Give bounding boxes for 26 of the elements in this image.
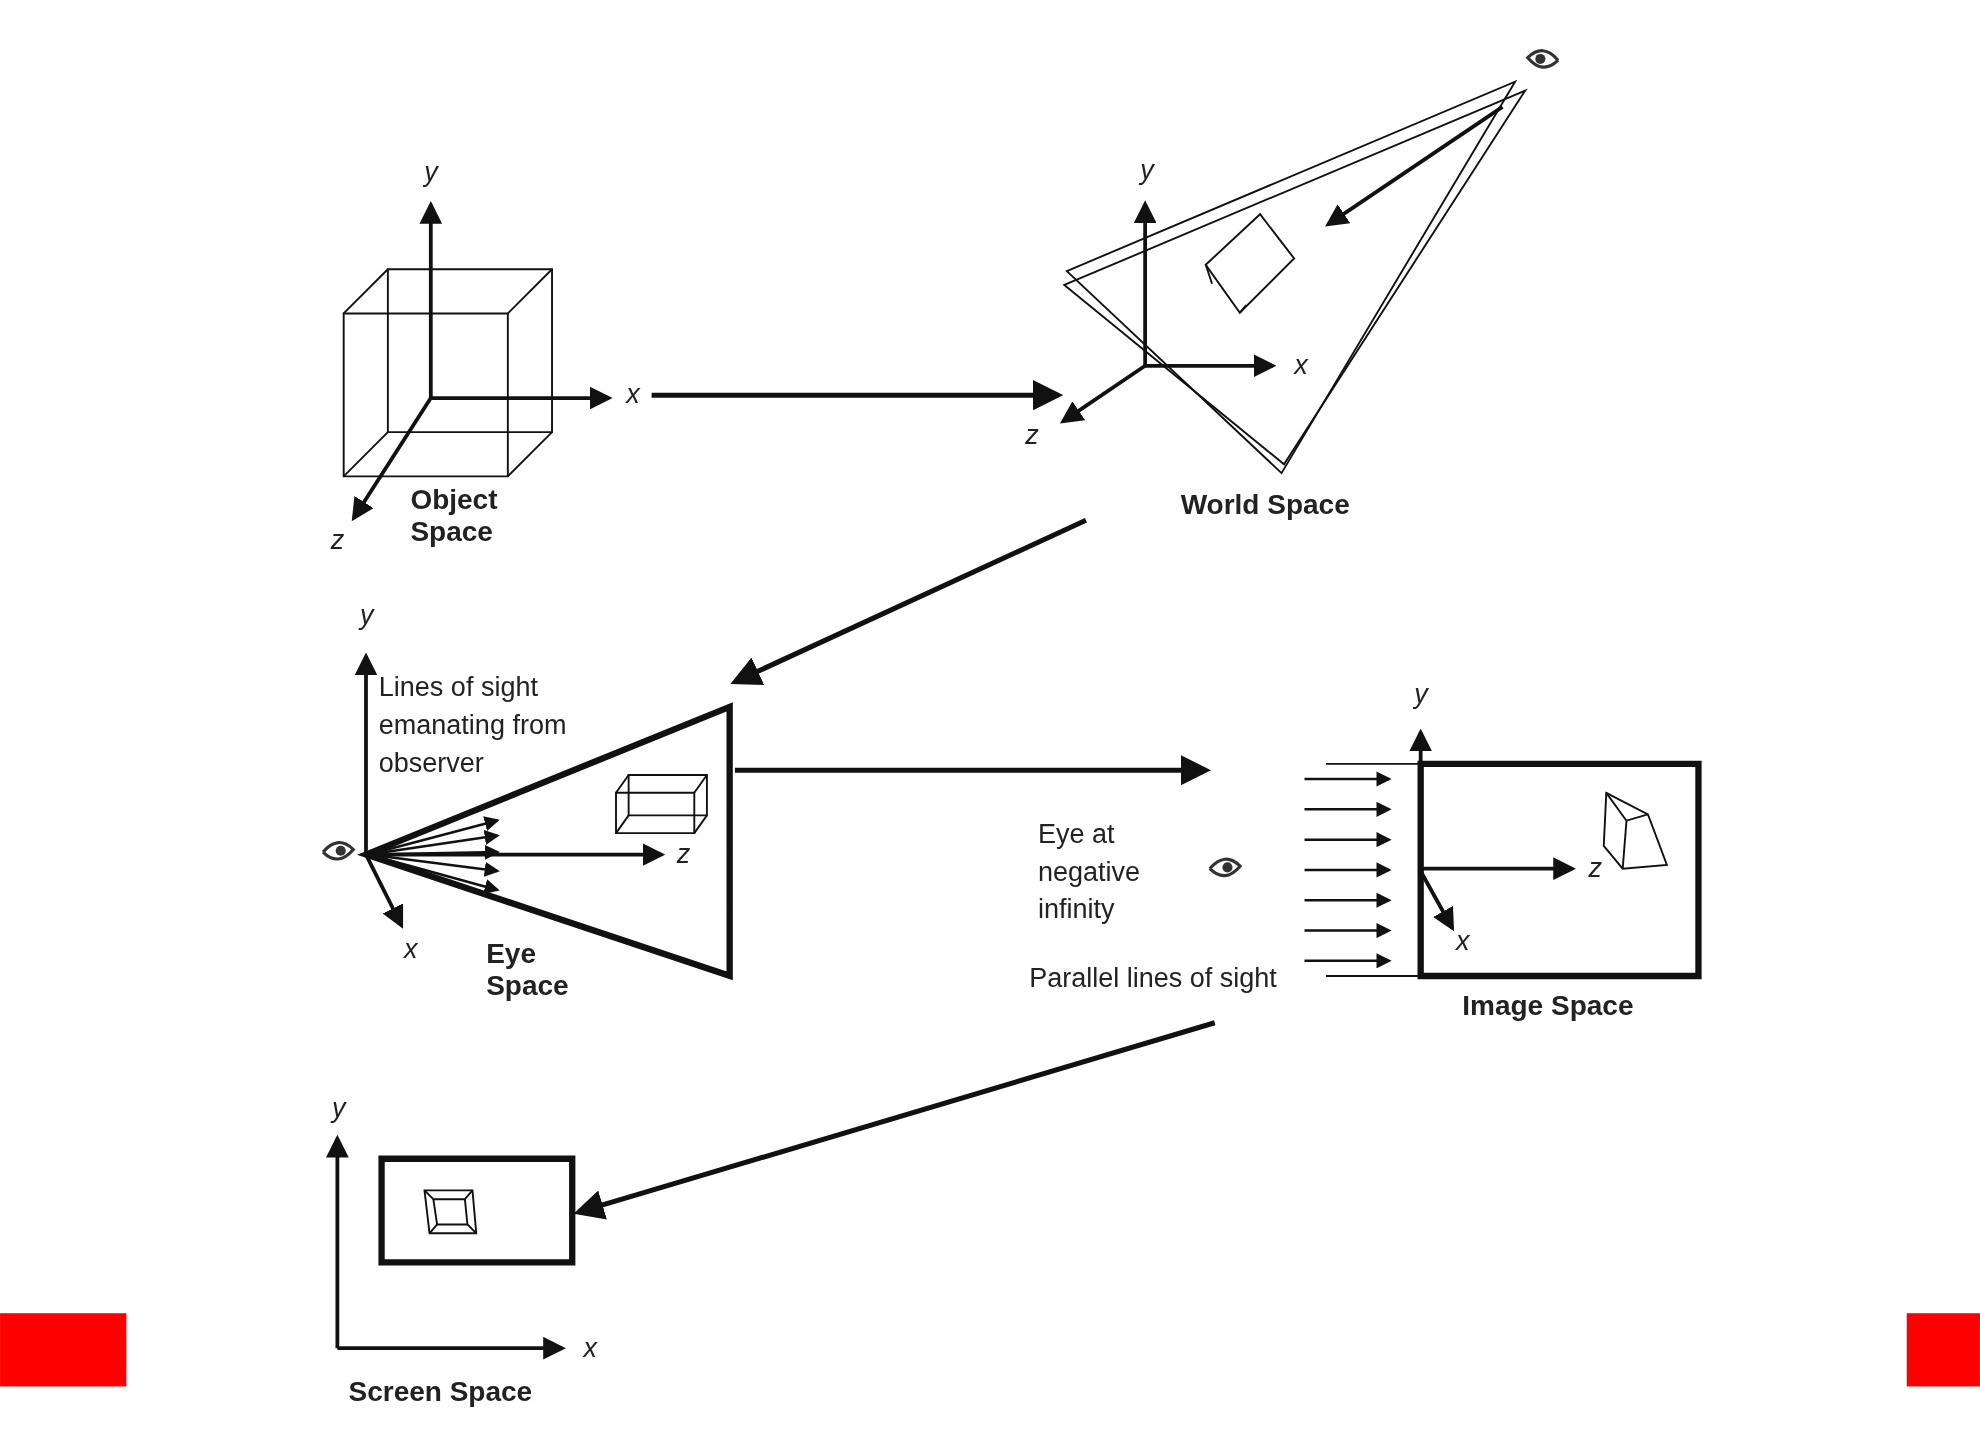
axis-label: z: [1025, 418, 1039, 452]
space-label: Screen Space: [348, 1376, 534, 1409]
axis-label: x: [583, 1331, 597, 1365]
axis-label: z: [330, 523, 345, 557]
axis-label: x: [404, 932, 418, 966]
arrow: [734, 755, 1211, 786]
axis-label: y: [1414, 677, 1428, 711]
axis-label: y: [424, 156, 438, 190]
arrow: [651, 380, 1064, 411]
axis-label: y: [359, 599, 374, 633]
annotation-text: Lines of sight emanating from observer: [378, 671, 568, 780]
axis-label: y: [332, 1091, 346, 1125]
annotation-text: Parallel lines of sight: [1029, 961, 1278, 995]
axis-label: x: [1455, 925, 1470, 959]
arrow: [573, 1020, 1216, 1220]
axis-label: z: [676, 837, 691, 871]
space-label: World Space: [1180, 488, 1351, 521]
axis-label: x: [626, 378, 640, 412]
axis-label: x: [1294, 349, 1308, 383]
arrow: [730, 517, 1087, 686]
space-label: Image Space: [1462, 990, 1635, 1023]
annotation-text: Eye at negative infinity: [1038, 817, 1142, 927]
space-label: Eye Space: [486, 938, 570, 1003]
space-label: Object Space: [410, 483, 499, 548]
axis-label: z: [1588, 851, 1603, 885]
axis-label: y: [1140, 153, 1154, 187]
